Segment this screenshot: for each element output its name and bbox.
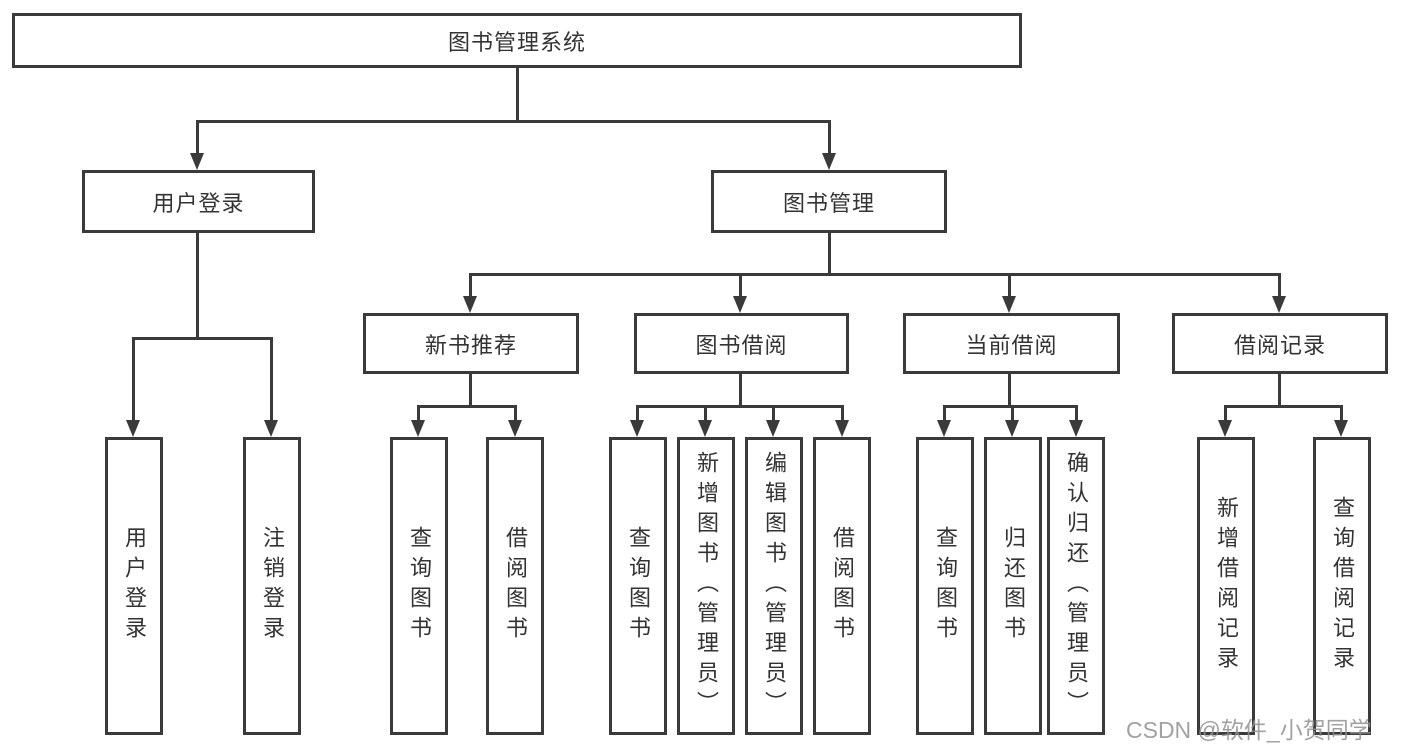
node-root: 图书管理系统: [12, 13, 1022, 68]
connector-line: [841, 405, 844, 421]
node-leaf-query-borrow-record: 查询借阅记录: [1313, 437, 1371, 735]
node-leaf-borrow-query-books: 查询图书: [609, 437, 667, 735]
node-leaf-recommend-query-books: 查询图书: [390, 437, 448, 735]
connector-line: [132, 337, 273, 340]
leaf-label: 确认归还（管理员）: [1064, 451, 1089, 721]
node-leaf-logout: 注销登录: [243, 437, 301, 735]
arrowhead-down-icon: [1002, 296, 1016, 313]
node-current-borrow-label: 当前借阅: [965, 332, 1058, 358]
connector-line: [1075, 405, 1078, 421]
node-leaf-add-books-admin: 新增图书（管理员）: [677, 437, 735, 735]
connector-line: [417, 405, 420, 421]
connector-line: [739, 273, 742, 297]
node-leaf-add-borrow-record: 新增借阅记录: [1197, 437, 1255, 735]
connector-line: [469, 374, 472, 405]
leaf-label: 查询图书: [933, 526, 958, 646]
arrowhead-down-icon: [835, 420, 849, 437]
connector-line: [514, 405, 517, 421]
arrowhead-down-icon: [733, 296, 747, 313]
node-root-label: 图书管理系统: [447, 29, 586, 55]
node-user-login: 用户登录: [82, 170, 315, 233]
connector-line: [636, 405, 844, 408]
connector-line: [1224, 405, 1227, 421]
arrowhead-down-icon: [126, 420, 140, 437]
node-new-book-recommend-label: 新书推荐: [424, 332, 517, 358]
node-leaf-confirm-return-admin: 确认归还（管理员）: [1047, 437, 1105, 735]
connector-line: [636, 405, 639, 421]
leaf-label: 归还图书: [1001, 526, 1026, 646]
connector-line: [1278, 374, 1281, 405]
connector-line: [1278, 273, 1281, 297]
connector-line: [270, 337, 273, 421]
node-user-login-label: 用户登录: [152, 190, 245, 216]
arrowhead-down-icon: [1218, 420, 1232, 437]
arrowhead-down-icon: [937, 420, 951, 437]
connector-line: [469, 273, 472, 297]
leaf-label: 新增图书（管理员）: [694, 451, 719, 721]
connector-line: [516, 68, 519, 120]
connector-line: [943, 405, 1078, 408]
arrowhead-down-icon: [698, 420, 712, 437]
connector-line: [1224, 405, 1343, 408]
leaf-label: 查询借阅记录: [1330, 496, 1355, 676]
node-borrow-records-label: 借阅记录: [1233, 332, 1326, 358]
arrowhead-down-icon: [1069, 420, 1083, 437]
connector-line: [1011, 405, 1014, 421]
connector-line: [1008, 374, 1011, 405]
node-leaf-user-login: 用户登录: [105, 437, 163, 735]
node-leaf-return-books: 归还图书: [984, 437, 1042, 735]
connector-line: [704, 405, 707, 421]
node-leaf-borrow-books: 借阅图书: [813, 437, 871, 735]
connector-line: [196, 233, 199, 337]
arrowhead-down-icon: [264, 420, 278, 437]
leaf-label: 用户登录: [122, 526, 147, 646]
node-leaf-current-query-books: 查询图书: [916, 437, 974, 735]
connector-line: [1340, 405, 1343, 421]
arrowhead-down-icon: [411, 420, 425, 437]
connector-line: [196, 120, 199, 154]
leaf-label: 查询图书: [407, 526, 432, 646]
node-book-management-label: 图书管理: [782, 190, 875, 216]
arrowhead-down-icon: [630, 420, 644, 437]
connector-line: [196, 120, 831, 123]
arrowhead-down-icon: [508, 420, 522, 437]
connector-line: [132, 337, 135, 421]
connector-line: [469, 273, 1281, 276]
arrowhead-down-icon: [190, 153, 204, 170]
connector-line: [828, 233, 831, 273]
connector-line: [772, 405, 775, 421]
arrowhead-down-icon: [766, 420, 780, 437]
node-new-book-recommend: 新书推荐: [363, 313, 579, 374]
csdn-watermark: CSDN @软件_小贺同学: [1126, 717, 1372, 743]
leaf-label: 查询图书: [626, 526, 651, 646]
connector-line: [1008, 273, 1011, 297]
leaf-label: 注销登录: [260, 526, 285, 646]
arrowhead-down-icon: [1334, 420, 1348, 437]
node-book-borrow: 图书借阅: [634, 313, 849, 374]
arrowhead-down-icon: [1005, 420, 1019, 437]
node-borrow-records: 借阅记录: [1172, 313, 1388, 374]
leaf-label: 编辑图书（管理员）: [762, 451, 787, 721]
leaf-label: 新增借阅记录: [1214, 496, 1239, 676]
connector-line: [739, 374, 742, 405]
arrowhead-down-icon: [822, 153, 836, 170]
leaf-label: 借阅图书: [830, 526, 855, 646]
arrowhead-down-icon: [1272, 296, 1286, 313]
node-leaf-recommend-borrow-books: 借阅图书: [486, 437, 544, 735]
arrowhead-down-icon: [463, 296, 477, 313]
node-book-borrow-label: 图书借阅: [695, 332, 788, 358]
node-current-borrow: 当前借阅: [903, 313, 1120, 374]
connector-line: [943, 405, 946, 421]
node-leaf-edit-books-admin: 编辑图书（管理员）: [745, 437, 803, 735]
node-book-management: 图书管理: [711, 170, 947, 233]
leaf-label: 借阅图书: [503, 526, 528, 646]
connector-line: [417, 405, 517, 408]
connector-line: [828, 120, 831, 154]
